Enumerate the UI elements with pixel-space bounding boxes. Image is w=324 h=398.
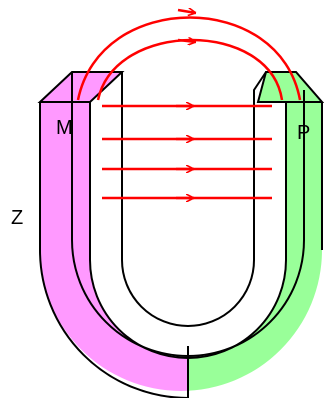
magnet-left-half bbox=[40, 102, 188, 391]
right-pole-top-face bbox=[256, 71, 324, 103]
pole-label-p: P bbox=[297, 122, 310, 144]
magnet-right-half bbox=[188, 102, 322, 391]
inner-depth-edge bbox=[121, 71, 267, 327]
magnet-outline bbox=[39, 71, 323, 398]
side-label-z: Z bbox=[11, 207, 23, 229]
field-arc-outer bbox=[76, 16, 302, 101]
field-lines-arcs bbox=[76, 10, 302, 101]
field-lines-straight bbox=[102, 106, 272, 198]
field-arc-outer-arrow bbox=[177, 10, 196, 13]
middle-band-edge bbox=[71, 90, 305, 357]
pole-label-m: M bbox=[56, 117, 73, 139]
left-pole-front-face bbox=[40, 101, 91, 260]
outer-edge-left bbox=[39, 102, 189, 398]
inner-edge bbox=[89, 102, 287, 359]
field-arc-inner-arrow bbox=[177, 40, 196, 42]
